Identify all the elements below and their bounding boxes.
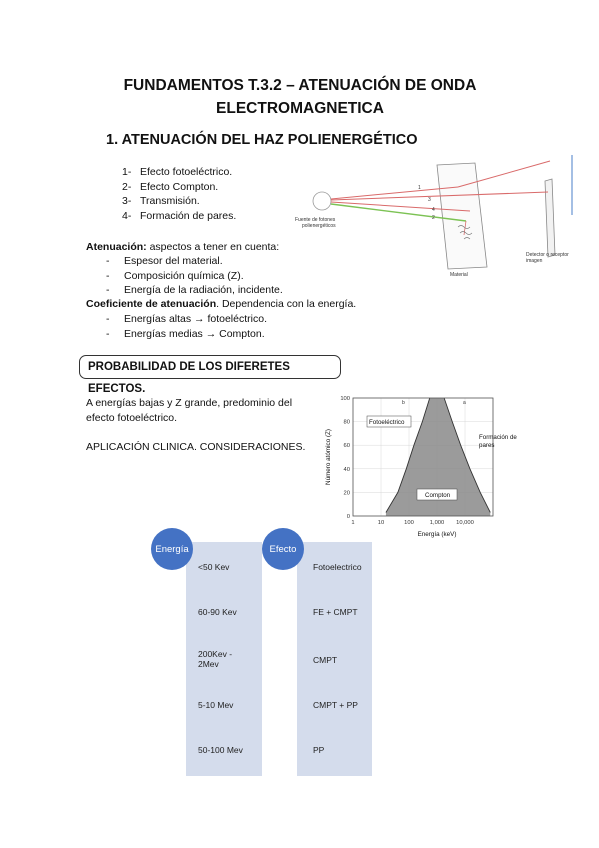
ray-1 [330,186,459,200]
source-label-1: Fuente de fotones [295,217,336,223]
energy-cell: 5-10 Mev [198,700,234,710]
x-tick-label: 10 [378,520,384,526]
plot-frame [352,397,494,517]
section-heading: 1. ATENUACIÓN DEL HAZ POLIENERGÉTICO [106,132,418,148]
effect-header-circle: Efecto [262,528,304,570]
x-tick-label: 1 [351,520,354,526]
compton-region [385,398,491,516]
effect-cell: CMPT [313,655,338,665]
list-item: 4-Formación de pares. [122,209,237,222]
compton-label: Compton [425,492,451,499]
ray-label-2: 2 [432,215,435,221]
energies-list: -Energías altas → fotoeléctrico. -Energí… [104,312,267,341]
y-ticks: 0 20 40 60 80 100 [340,396,350,520]
attenuation-paragraph: Atenuación: aspectos a tener en cuenta: [86,240,279,255]
pair-production-label-2: pares [479,442,494,449]
effect-cell: CMPT + PP [313,700,358,710]
source-label-2: polienergéticos [302,223,336,229]
coefficient-label: Coeficiente de atenuación [86,298,217,310]
energy-cell: 60-90 Kev [198,607,237,617]
interaction-probability-chart: 0 20 40 60 80 100 1 10 100 1,000 10,000 Fotoeléct… [325,396,517,538]
y-tick-label: 0 [347,514,350,520]
compton-label-box [416,488,458,501]
x-tick-label: 10,000 [456,520,474,526]
effect-cell: FE + CMPT [313,607,358,617]
ray-3 [330,201,471,212]
list-item: 3-Transmisión. [122,195,200,207]
x-tick-label: 1,000 [430,520,445,526]
x-tick-label: 100 [404,520,414,526]
probability-heading-box: PROBABILIDAD DE LOS DIFERETES EFECTOS. [79,355,341,395]
y-tick-label: 20 [344,490,350,496]
photon-source [312,191,332,211]
list-item: -Energía de la radiación, incidente. [106,284,283,296]
list-item: 2-Efecto Compton. [122,180,219,193]
material-slab [436,162,488,270]
attenuation-diagram: Fuente de fotones polienergéticos Materi… [295,155,573,278]
ray-1-scatter [457,160,551,188]
energy-cell: 50-100 Mev [198,745,243,755]
coefficient-paragraph: Coeficiente de atenuación. Dependencia c… [86,297,356,312]
ray-transmitted [330,191,549,201]
energy-cell: <50 Kev [198,562,230,572]
y-tick-label: 100 [340,396,350,402]
attenuation-text: aspectos a tener en cuenta: [146,241,280,253]
detector [544,178,556,258]
page-title: FUNDAMENTOS T.3.2 – ATENUACIÓN DE ONDA E… [60,74,540,120]
scatter-marks [457,225,473,240]
effects-list: 1-Efecto fotoeléctrico. 2-Efecto Compton… [122,165,236,223]
list-item: 1-Efecto fotoeléctrico. [122,166,233,178]
x-ticks: 1 10 100 1,000 10,000 [351,520,473,526]
left-boundary-line [385,397,431,513]
right-boundary-line [443,397,491,513]
attenuation-label: Atenuación: [86,241,147,253]
line-label-a: a [463,400,466,406]
title-line-2: ELECTROMAGNETICA [216,100,384,117]
title-line-1: FUNDAMENTOS T.3.2 – ATENUACIÓN DE ONDA [123,77,477,94]
ray-label-4: 4 [432,207,435,213]
list-item: -Composición química (Z). [106,269,244,282]
pair-production-label-1: Formación de [479,434,517,441]
y-tick-label: 80 [344,420,350,426]
ray-label-1: 1 [418,185,421,191]
coefficient-text: . Dependencia con la energía. [216,298,357,310]
energy-header-circle: Energía [151,528,193,570]
x-axis-label: Energía (keV) [418,531,457,538]
detector-label-1: Detector o receptor [526,252,569,258]
material-label: Material [450,272,468,278]
ray-label-3: 3 [428,197,431,203]
effect-column [297,542,372,776]
energy-cell: 200Kev - 2Mev [198,649,233,669]
y-tick-label: 60 [344,443,350,449]
list-item: -Energías altas → fotoeléctrico. [106,313,267,325]
effect-cell: Fotoelectrico [313,562,362,572]
photoelectric-label: Fotoeléctrico [369,419,405,426]
y-tick-label: 40 [344,467,350,473]
ray-green [330,203,467,222]
line-label-b: b [402,400,405,406]
list-item: -Energías medias → Compton. [106,327,265,340]
clinical-application-text: APLICACIÓN CLINICA. CONSIDERACIONES. [86,441,306,453]
y-axis-label: Número atómico (Z) [325,429,332,485]
list-item: -Espesor del material. [106,255,223,267]
probability-text: A energías bajas y Z grande, predominio … [86,397,293,424]
effect-cell: PP [313,745,325,755]
photoelectric-label-box [366,415,412,428]
detector-label-2: imagen [526,258,543,264]
energy-column [186,542,262,776]
aspects-list: -Espesor del material. -Composición quím… [104,254,283,298]
